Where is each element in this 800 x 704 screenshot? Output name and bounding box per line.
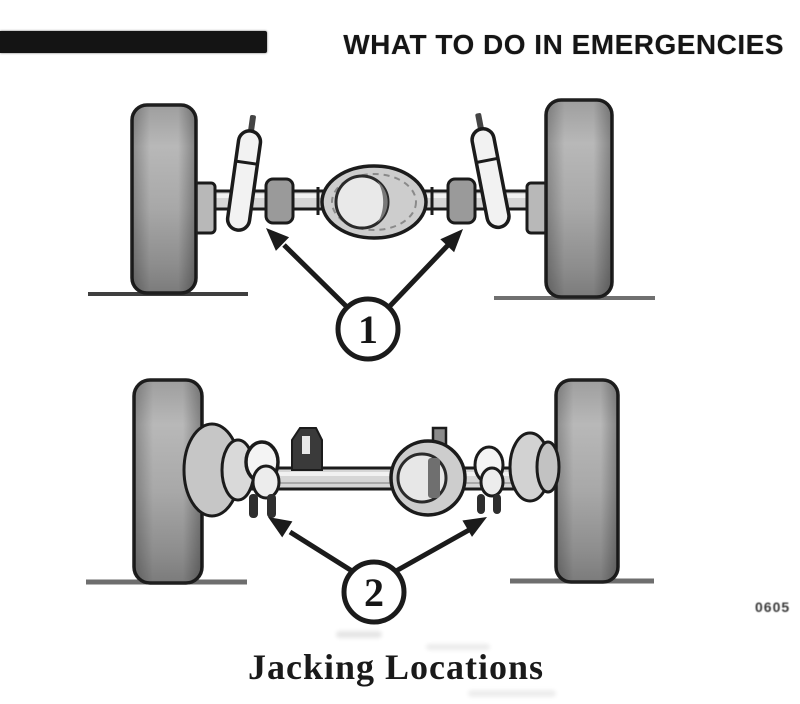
callout-2-circle [341, 559, 407, 625]
arrow-head-left [266, 228, 290, 251]
front-axle-diagram: 2 [86, 378, 654, 625]
spring-plate-left [264, 177, 295, 225]
differential-bolt-ring [331, 173, 417, 231]
left-tire-shading [134, 380, 202, 583]
figure-code: 0605 [755, 599, 791, 615]
callout-2-leader-left [288, 529, 354, 574]
shock-body [470, 127, 511, 230]
rear-differential [320, 164, 428, 240]
right-hub [508, 431, 561, 503]
arrow-head-right [462, 517, 487, 537]
callout-2: 2 [268, 517, 487, 625]
callout-1: 1 [266, 228, 463, 362]
jack-lug [249, 494, 258, 518]
right-tire [554, 378, 620, 584]
left-knuckle [182, 422, 256, 518]
left-tire [132, 378, 204, 585]
track-bar-bracket [291, 427, 323, 471]
differential-cover [334, 174, 390, 230]
jack-lug [493, 494, 501, 514]
coil-loop-lower [251, 464, 281, 500]
shock-collar [235, 159, 258, 166]
arrow-head-right [440, 229, 463, 253]
right-tire-shading [546, 100, 612, 297]
jack-lug [267, 494, 276, 518]
front-differential [389, 426, 467, 517]
right-tire [544, 98, 614, 299]
callout-1-leader-left [282, 243, 349, 309]
shock-body [225, 129, 263, 232]
callout-2-label: 2 [364, 570, 384, 615]
differential-slot [428, 458, 440, 498]
callout-2-leader-right [394, 527, 471, 574]
arrow-head-left [268, 517, 293, 538]
left-tire-shading [132, 105, 196, 293]
scan-artifact [426, 644, 490, 650]
differential-shadow [377, 181, 388, 223]
shock-absorber-right [470, 113, 511, 230]
scan-artifact [468, 690, 556, 697]
left-coil-seat [244, 440, 281, 518]
hub-flange [535, 440, 561, 494]
right-tire-shading [556, 380, 618, 582]
figure-caption: Jacking Locations [247, 647, 545, 687]
shock-collar [476, 156, 499, 164]
callout-1-circle [335, 296, 401, 362]
scan-artifact [336, 631, 382, 638]
coil-loop-lower [479, 466, 505, 498]
spring-plate-right [446, 177, 477, 225]
rear-axle-diagram: 1 [88, 98, 655, 362]
right-coil-seat [473, 445, 505, 514]
jack-lug [477, 494, 485, 514]
bracket-slot [302, 436, 310, 454]
page-title: WHAT TO DO IN EMERGENCIES [343, 29, 784, 60]
callout-1-leader-right [387, 241, 452, 309]
callout-1-label: 1 [358, 307, 378, 352]
header-rule-bar [0, 31, 267, 53]
left-tire [130, 103, 198, 295]
shock-absorber-left [225, 114, 263, 232]
